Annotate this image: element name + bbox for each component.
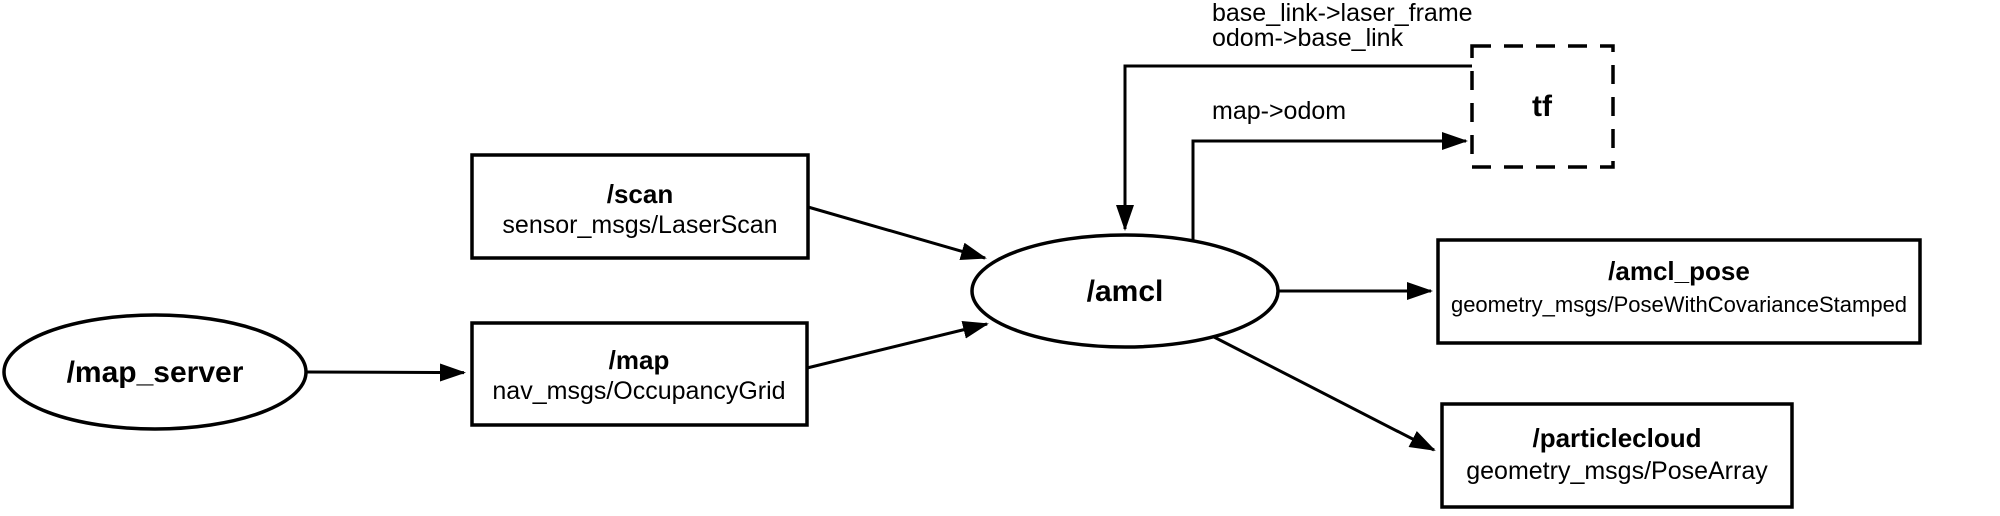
amcl-pose-type: geometry_msgs/PoseWithCovarianceStamped	[1451, 292, 1907, 317]
particlecloud-label: /particlecloud	[1532, 423, 1701, 453]
amcl-pose-label: /amcl_pose	[1608, 256, 1750, 286]
edge-map-server-to-map	[305, 363, 466, 382]
edge-scan-to-amcl	[807, 205, 987, 261]
edge-amcl-to-particlecloud	[1213, 335, 1436, 452]
map-server-ellipse	[2, 313, 308, 431]
node-amcl-pose: /amcl_pose geometry_msgs/PoseWithCovaria…	[1436, 238, 1922, 345]
tf-label: tf	[1532, 90, 1553, 123]
edge-label-tf-transform-1: base_link->laser_frame	[1212, 0, 1473, 27]
edge-map-to-amcl	[806, 320, 989, 370]
amcl-ellipse	[970, 233, 1280, 349]
node-map: /map nav_msgs/OccupancyGrid	[470, 321, 809, 427]
node-amcl: /amcl	[970, 233, 1280, 349]
amcl-label: /amcl	[1087, 275, 1164, 308]
node-tf: tf	[1470, 44, 1615, 169]
particlecloud-box	[1440, 402, 1794, 509]
edge-label-tf-transform-2: odom->base_link	[1212, 24, 1404, 52]
edge-tf-to-amcl	[1116, 64, 1472, 231]
scan-type: sensor_msgs/LaserScan	[502, 211, 777, 239]
tf-box	[1470, 44, 1615, 169]
map-type: nav_msgs/OccupancyGrid	[492, 377, 785, 405]
map-server-label: /map_server	[67, 356, 244, 389]
amcl-pose-box	[1436, 238, 1922, 345]
edge-label-map-odom: map->odom	[1212, 97, 1346, 125]
node-scan: /scan sensor_msgs/LaserScan	[470, 153, 810, 260]
scan-box	[470, 153, 810, 260]
edge-amcl-to-tf	[1191, 132, 1468, 241]
node-particlecloud: /particlecloud geometry_msgs/PoseArray	[1440, 402, 1794, 509]
scan-label: /scan	[607, 179, 674, 209]
map-label: /map	[609, 345, 670, 375]
node-map-server: /map_server	[2, 313, 308, 431]
particlecloud-type: geometry_msgs/PoseArray	[1466, 457, 1768, 485]
map-box	[470, 321, 809, 427]
